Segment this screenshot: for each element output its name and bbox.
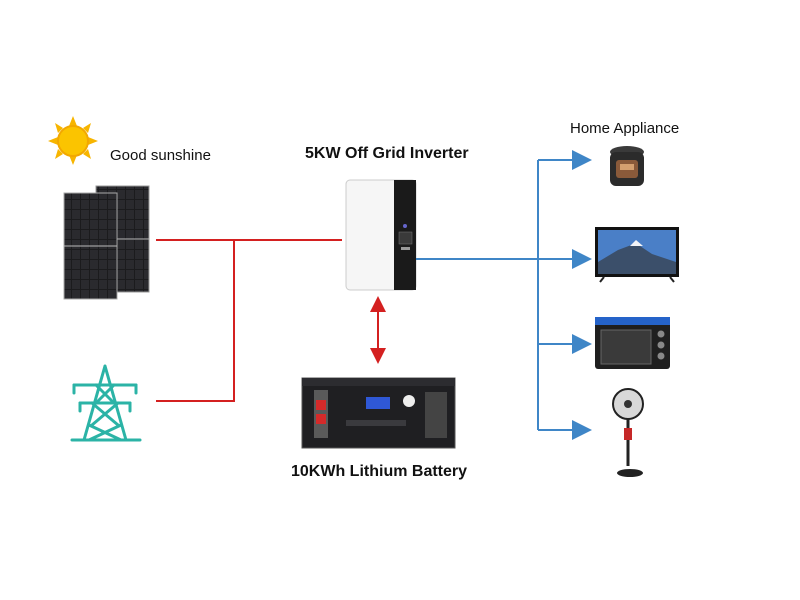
inverter-device (345, 179, 417, 291)
standing-fan-icon (612, 388, 644, 477)
inverter-label-text: 5KW Off Grid Inverter (305, 145, 469, 162)
lithium-battery-device (301, 377, 456, 449)
power-tower-icon (70, 364, 142, 442)
sun-icon (48, 116, 98, 165)
solar-panel-icon (63, 185, 150, 300)
television-icon (595, 227, 679, 283)
dc-connection-lines (156, 239, 386, 402)
home-appliance-label: Home Appliance (570, 120, 680, 137)
rice-cooker-icon (610, 146, 644, 186)
oven-icon (595, 317, 670, 369)
inverter-label: 5KW Off Grid Inverter (305, 145, 469, 163)
ac-distribution-lines (416, 150, 592, 440)
battery-label: 10KWh Lithium Battery (291, 463, 468, 480)
sunshine-label: Good sunshine (110, 147, 211, 164)
